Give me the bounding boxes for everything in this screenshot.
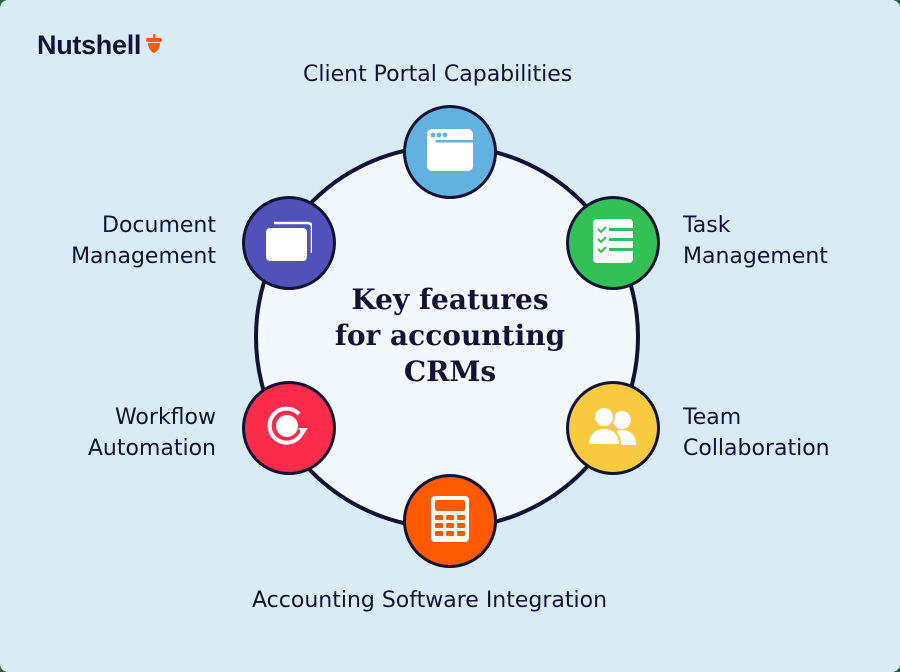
label-team-collaboration: Team Collaboration — [683, 405, 830, 461]
node-team-collaboration — [566, 381, 660, 475]
node-workflow-automation — [242, 381, 336, 475]
label-document-management: Document Management — [71, 213, 216, 269]
refresh-cycle-icon — [265, 402, 313, 454]
brand-logo: Nutshell — [37, 30, 163, 61]
brand-name: Nutshell — [37, 30, 142, 60]
calculator-icon — [431, 496, 469, 546]
node-client-portal — [403, 105, 497, 199]
node-task-management — [566, 196, 660, 290]
title-line-3: CRMs — [403, 355, 497, 388]
browser-window-icon — [427, 129, 473, 175]
checklist-icon — [593, 219, 633, 267]
label-workflow-automation: Workflow Automation — [87, 405, 216, 461]
node-accounting-software-integration — [403, 474, 497, 568]
label-client-portal: Client Portal Capabilities — [303, 62, 573, 87]
node-document-management — [242, 196, 336, 290]
label-accounting-software-integration: Accounting Software Integration — [252, 588, 608, 613]
documents-stack-icon — [266, 221, 314, 265]
label-task-management: Task Management — [683, 213, 828, 269]
diagram-title: Key features for accounting CRMs — [300, 282, 600, 390]
title-line-1: Key features — [351, 283, 549, 316]
acorn-icon — [145, 33, 163, 58]
title-line-2: for accounting — [334, 319, 566, 352]
users-icon — [586, 406, 638, 449]
